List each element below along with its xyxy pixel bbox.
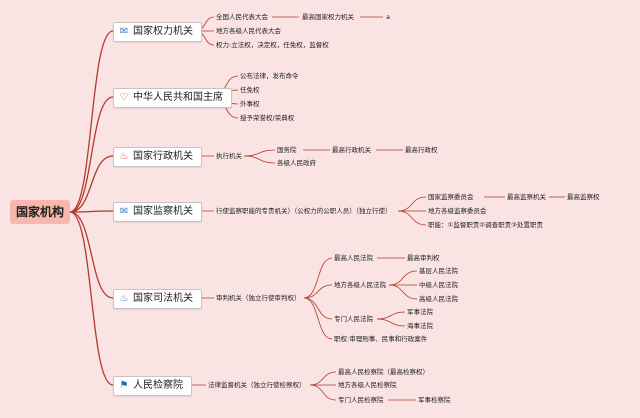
- leaf-highest-power-organ[interactable]: 最高国家权力机关: [302, 13, 354, 21]
- branch-label-6: 人民检察院: [133, 380, 183, 391]
- branch-label-1: 国家权力机关: [133, 26, 193, 37]
- root-connector-3: [69, 155, 114, 213]
- leaf-military-procuratorate[interactable]: 军事检察院: [418, 396, 451, 404]
- c6-3: [309, 384, 337, 401]
- leaf-special-procuratorates[interactable]: 专门人民检察院: [338, 396, 384, 404]
- root-connector-2: [69, 96, 114, 213]
- leaf-local-supervision-commission[interactable]: 地方各级监察委员会: [428, 207, 487, 215]
- fire-icon: ♨: [119, 151, 129, 162]
- leaf-foreign-affairs[interactable]: 外事权: [240, 100, 260, 108]
- c5-3a: [376, 311, 406, 320]
- leaf-special-courts[interactable]: 专门人民法院: [334, 315, 373, 323]
- leaf-powers[interactable]: 权力:立法权，决定权，任免权，监督权: [216, 41, 329, 49]
- leaf-state-council[interactable]: 国务院: [277, 146, 297, 154]
- c5-2c: [388, 284, 418, 300]
- leaf-local-congress[interactable]: 地方各级人民代表大会: [216, 27, 281, 35]
- branch-label-4: 国家监察机关: [133, 206, 193, 217]
- branch-node-6[interactable]: ⚑ 人民检察院: [113, 376, 192, 396]
- c5-1: [303, 257, 333, 299]
- leaf-supreme-procuratorate[interactable]: 最高人民检察院（最高检察权）: [338, 368, 429, 376]
- root-connector-5: [69, 211, 114, 299]
- c4-3: [397, 210, 427, 226]
- c5-3b: [376, 318, 406, 327]
- leaf-highest-supervision-organ[interactable]: 最高监察机关: [507, 193, 546, 201]
- leaf-highest-supervision-power[interactable]: 最高监察权: [567, 193, 600, 201]
- leaf-honor[interactable]: 授予荣誉权/荣典权: [240, 114, 295, 122]
- leaf-high-court[interactable]: 高级人民法院: [419, 295, 458, 303]
- paper-plane-icon: ✉: [119, 26, 129, 37]
- leaf-mark-a: a: [386, 13, 390, 21]
- leaf-highest-judicial-power[interactable]: 最高审判权: [407, 254, 440, 262]
- leaf-military-court[interactable]: 军事法院: [407, 308, 433, 316]
- heart-icon: ♡: [119, 92, 129, 103]
- branch-label-5: 国家司法机关: [133, 293, 193, 304]
- leaf-maritime-court[interactable]: 海事法院: [407, 322, 433, 330]
- leaf-highest-admin-organ[interactable]: 最高行政机关: [332, 146, 371, 154]
- flag-icon: ⚑: [119, 380, 129, 391]
- c6-1: [309, 371, 337, 386]
- c4-1: [397, 196, 427, 212]
- leaf-npc[interactable]: 全国人民代表大会: [216, 13, 268, 21]
- leaf-appoint[interactable]: 任免权: [240, 86, 260, 94]
- leaf-intermediate-court[interactable]: 中级人民法院: [419, 281, 458, 289]
- root-connector-1: [69, 30, 114, 213]
- branch-node-2[interactable]: ♡ 中华人民共和国主席: [113, 88, 232, 108]
- leaf-supervision-duties[interactable]: 职能：①监督职责②调查职责③处置职责: [428, 221, 543, 229]
- c3-2: [243, 155, 276, 164]
- leaf-local-courts[interactable]: 地方各级人民法院: [334, 281, 386, 289]
- branch-node-3[interactable]: ♨ 国家行政机关: [113, 147, 202, 167]
- root-connector-4: [69, 210, 114, 213]
- c5-4: [303, 297, 333, 340]
- leaf-local-governments[interactable]: 各级人民政府: [277, 159, 316, 167]
- branch-label-3: 国家行政机关: [133, 151, 193, 162]
- c3-1: [243, 149, 276, 157]
- branch-label-2: 中华人民共和国主席: [133, 92, 223, 103]
- leaf-supervision-organ[interactable]: 行使监察职能的专责机关）（公权力的公职人员）（独立行使）: [216, 207, 392, 215]
- leaf-supreme-court[interactable]: 最高人民法院: [334, 254, 373, 262]
- leaf-local-procuratorates[interactable]: 地方各级人民检察院: [338, 381, 397, 389]
- branch-node-5[interactable]: ♨ 国家司法机关: [113, 289, 202, 309]
- leaf-basic-court[interactable]: 基层人民法院: [419, 267, 458, 275]
- leaf-highest-admin-power[interactable]: 最高行政权: [405, 146, 438, 154]
- root-node[interactable]: 国家机构: [10, 200, 70, 224]
- branch-node-4[interactable]: ✉ 国家监察机关: [113, 202, 202, 222]
- leaf-promulgate[interactable]: 公布法律，发布命令: [240, 72, 299, 80]
- leaf-national-supervision-commission[interactable]: 国家监察委员会: [428, 193, 474, 201]
- branch-node-1[interactable]: ✉ 国家权力机关: [113, 22, 202, 42]
- leaf-judicial-organ[interactable]: 审判机关（独立行使审判权）: [216, 294, 301, 302]
- c5-3: [303, 297, 333, 320]
- root-connector-6: [69, 211, 114, 386]
- paper-plane-icon: ✉: [119, 206, 129, 217]
- c5-2a: [388, 270, 418, 286]
- fire-icon: ♨: [119, 293, 129, 304]
- leaf-supervision-legal-organ[interactable]: 法律监督机关（独立行使检察权）: [208, 381, 306, 389]
- c5-2: [303, 284, 333, 299]
- leaf-court-jurisdiction[interactable]: 职权:审理刑事、民事和行政案件: [334, 335, 428, 343]
- leaf-executive[interactable]: 执行机关: [216, 152, 242, 160]
